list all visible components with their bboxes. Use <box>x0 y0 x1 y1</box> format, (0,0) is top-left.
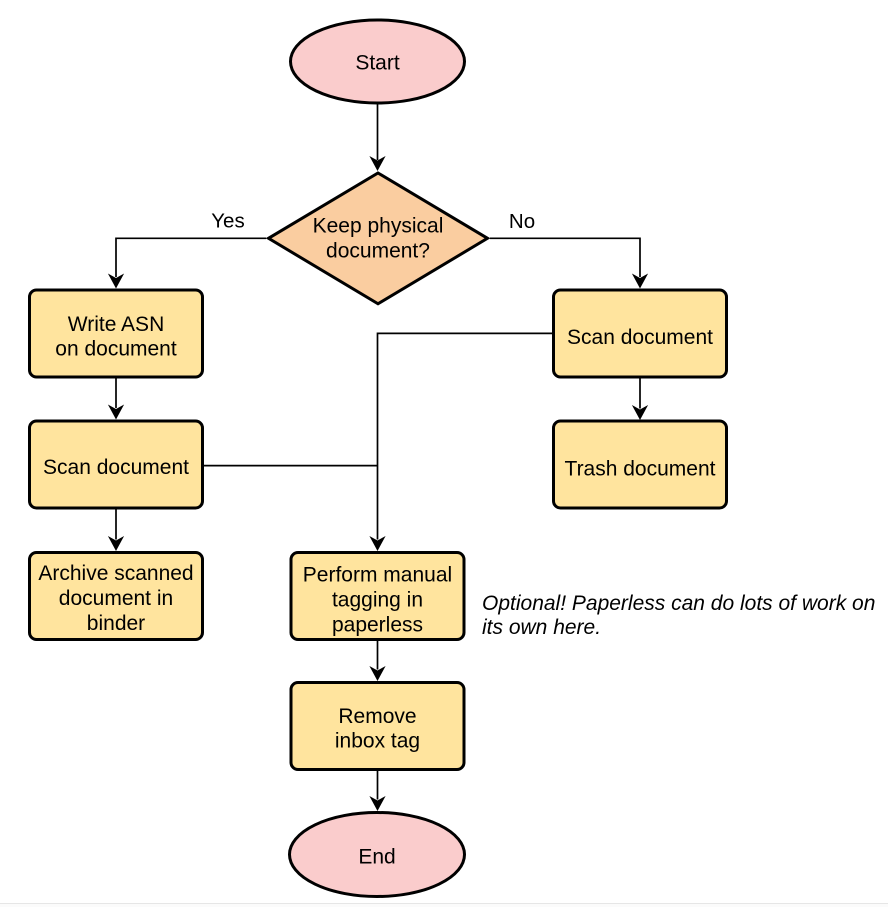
svg-text:Perform manual: Perform manual <box>303 564 452 587</box>
svg-text:on document: on document <box>55 338 177 361</box>
svg-text:Scan document: Scan document <box>43 456 189 479</box>
svg-text:End: End <box>358 846 395 869</box>
svg-text:No: No <box>509 210 535 233</box>
svg-text:Start: Start <box>355 52 400 75</box>
svg-text:inbox tag: inbox tag <box>335 730 420 753</box>
svg-text:Keep physical: Keep physical <box>313 215 444 238</box>
svg-text:Trash document: Trash document <box>565 458 716 481</box>
svg-text:Yes: Yes <box>211 210 244 233</box>
svg-text:tagging in: tagging in <box>332 589 423 612</box>
svg-text:Remove: Remove <box>338 705 416 728</box>
svg-text:Optional! Paperless can do lot: Optional! Paperless can do lots of work … <box>482 592 875 615</box>
svg-text:Scan document: Scan document <box>567 326 713 349</box>
svg-text:binder: binder <box>87 612 145 635</box>
svg-text:its own here.: its own here. <box>482 616 601 639</box>
svg-text:Write ASN: Write ASN <box>68 313 164 336</box>
svg-text:paperless: paperless <box>332 614 423 637</box>
svg-text:document in: document in <box>59 587 173 610</box>
svg-text:Archive scanned: Archive scanned <box>38 562 193 585</box>
svg-text:document?: document? <box>326 240 430 263</box>
